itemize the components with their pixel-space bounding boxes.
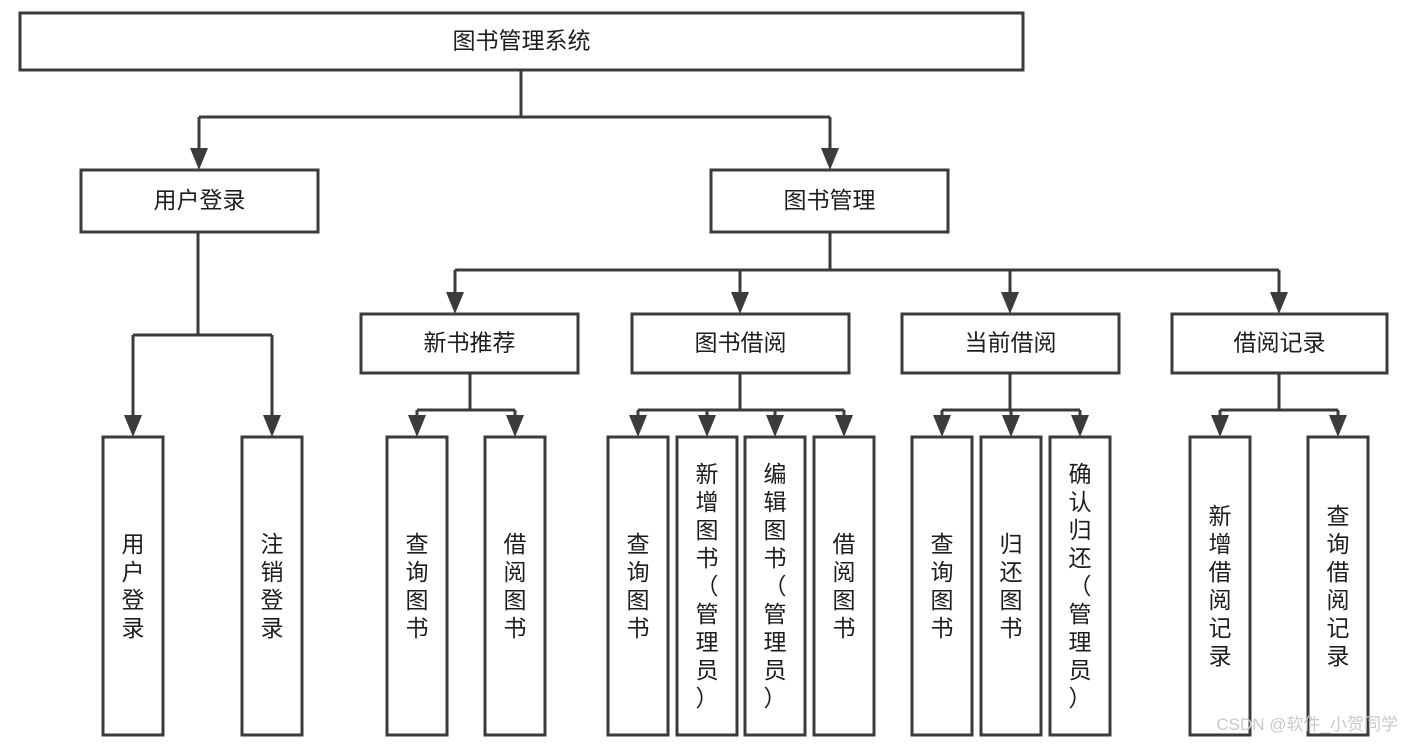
node-leaf-add-book-box[interactable] <box>675 435 739 737</box>
node-leaf-borrow-book-1-box[interactable] <box>483 435 547 737</box>
node-leaf-add-record[interactable]: 新增借阅记录 <box>1188 435 1252 737</box>
arrow-down-icon <box>1329 415 1347 437</box>
arrow-down-icon <box>933 415 951 437</box>
node-leaf-user-logout-box[interactable] <box>240 435 304 737</box>
node-leaf-query-book-1[interactable]: 查询图书 <box>385 435 449 737</box>
arrow-down-icon <box>731 292 749 314</box>
node-root--label: 图书管理系统 <box>453 28 591 54</box>
node-leaf-query-book-1-box[interactable] <box>385 435 449 737</box>
node-root-[interactable]: 图书管理系统 <box>18 11 1025 72</box>
node-borrow-record[interactable]: 借阅记录 <box>1170 312 1389 375</box>
arrow-down-icon <box>698 415 716 437</box>
node-current-borrow-box[interactable] <box>900 312 1121 375</box>
node-new-book-rec-box[interactable] <box>359 312 580 375</box>
arrow-down-icon <box>1211 415 1229 437</box>
node-leaf-return-book[interactable]: 归还图书 <box>979 435 1043 737</box>
node-book-borrow-box[interactable] <box>630 312 851 375</box>
arrow-down-icon <box>263 415 281 437</box>
node-new-book-rec-label: 新书推荐 <box>424 330 516 356</box>
node-leaf-confirm-return-box[interactable] <box>1048 435 1112 737</box>
node-leaf-add-book-label: 新增图书（管理员） <box>696 461 719 711</box>
node-leaf-query-book-3[interactable]: 查询图书 <box>910 435 974 737</box>
arrow-down-icon <box>835 415 853 437</box>
node-leaf-return-book-box[interactable] <box>979 435 1043 737</box>
node-current-borrow-label: 当前借阅 <box>965 330 1057 356</box>
node-leaf-edit-book-label: 编辑图书（管理员） <box>764 461 787 711</box>
node-book-borrow[interactable]: 图书借阅 <box>630 312 851 375</box>
node-leaf-return-book-label: 归还图书 <box>1000 531 1023 641</box>
node-leaf-query-book-3-label: 查询图书 <box>931 531 954 641</box>
arrow-down-icon <box>1071 415 1089 437</box>
node-leaf-query-book-2-label: 查询图书 <box>627 531 650 641</box>
arrow-down-icon <box>1270 292 1288 314</box>
node-leaf-user-logout-label: 注销登录 <box>261 531 284 641</box>
node-leaf-edit-book[interactable]: 编辑图书（管理员） <box>743 435 807 737</box>
node-leaf-query-book-1-label: 查询图书 <box>406 531 429 641</box>
node-leaf-query-record[interactable]: 查询借阅记录 <box>1306 435 1370 737</box>
node-book-borrow-label: 图书借阅 <box>695 330 787 356</box>
connector-layer <box>124 70 1347 437</box>
node-leaf-query-book-2-box[interactable] <box>606 435 670 737</box>
node-leaf-confirm-return-label: 确认归还（管理员） <box>1069 461 1092 711</box>
node-leaf-borrow-book-2[interactable]: 借阅图书 <box>812 435 876 737</box>
node-leaf-query-book-2[interactable]: 查询图书 <box>606 435 670 737</box>
node-leaf-user-logout[interactable]: 注销登录 <box>240 435 304 737</box>
node-leaf-edit-book-box[interactable] <box>743 435 807 737</box>
node-leaf-borrow-book-2-label: 借阅图书 <box>833 531 856 641</box>
node-borrow-record-box[interactable] <box>1170 312 1389 375</box>
node-new-book-rec[interactable]: 新书推荐 <box>359 312 580 375</box>
arrow-down-icon <box>629 415 647 437</box>
arrow-down-icon <box>190 148 208 170</box>
node-leaf-add-record-label: 新增借阅记录 <box>1209 503 1232 669</box>
node-user-login[interactable]: 用户登录 <box>79 168 320 234</box>
arrow-down-icon <box>446 292 464 314</box>
arrow-down-icon <box>821 148 839 170</box>
node-leaf-borrow-book-1[interactable]: 借阅图书 <box>483 435 547 737</box>
node-leaf-user-login-label: 用户登录 <box>122 531 145 641</box>
arrow-down-icon <box>506 415 524 437</box>
node-leaf-query-record-box[interactable] <box>1306 435 1370 737</box>
node-book-manage[interactable]: 图书管理 <box>709 168 950 234</box>
node-book-manage-box[interactable] <box>709 168 950 234</box>
arrow-down-icon <box>408 415 426 437</box>
node-leaf-user-login-box[interactable] <box>101 435 165 737</box>
node-leaf-user-login[interactable]: 用户登录 <box>101 435 165 737</box>
node-leaf-query-record-label: 查询借阅记录 <box>1327 503 1350 669</box>
node-root--box[interactable] <box>18 11 1025 72</box>
node-book-manage-label: 图书管理 <box>784 187 876 213</box>
arrow-down-icon <box>1002 415 1020 437</box>
node-user-login-label: 用户登录 <box>154 187 246 213</box>
node-leaf-borrow-book-2-box[interactable] <box>812 435 876 737</box>
arrow-down-icon <box>1001 292 1019 314</box>
node-leaf-query-book-3-box[interactable] <box>910 435 974 737</box>
node-leaf-confirm-return[interactable]: 确认归还（管理员） <box>1048 435 1112 737</box>
node-leaf-borrow-book-1-label: 借阅图书 <box>504 531 527 641</box>
node-borrow-record-label: 借阅记录 <box>1234 330 1326 356</box>
node-leaf-add-record-box[interactable] <box>1188 435 1252 737</box>
arrow-down-icon <box>124 415 142 437</box>
node-current-borrow[interactable]: 当前借阅 <box>900 312 1121 375</box>
arrow-down-icon <box>766 415 784 437</box>
node-layer: 图书管理系统用户登录图书管理新书推荐图书借阅当前借阅借阅记录用户登录注销登录查询… <box>18 11 1389 737</box>
csdn-watermark: CSDN @软件_小贺同学 <box>1216 715 1398 734</box>
node-leaf-add-book[interactable]: 新增图书（管理员） <box>675 435 739 737</box>
node-user-login-box[interactable] <box>79 168 320 234</box>
